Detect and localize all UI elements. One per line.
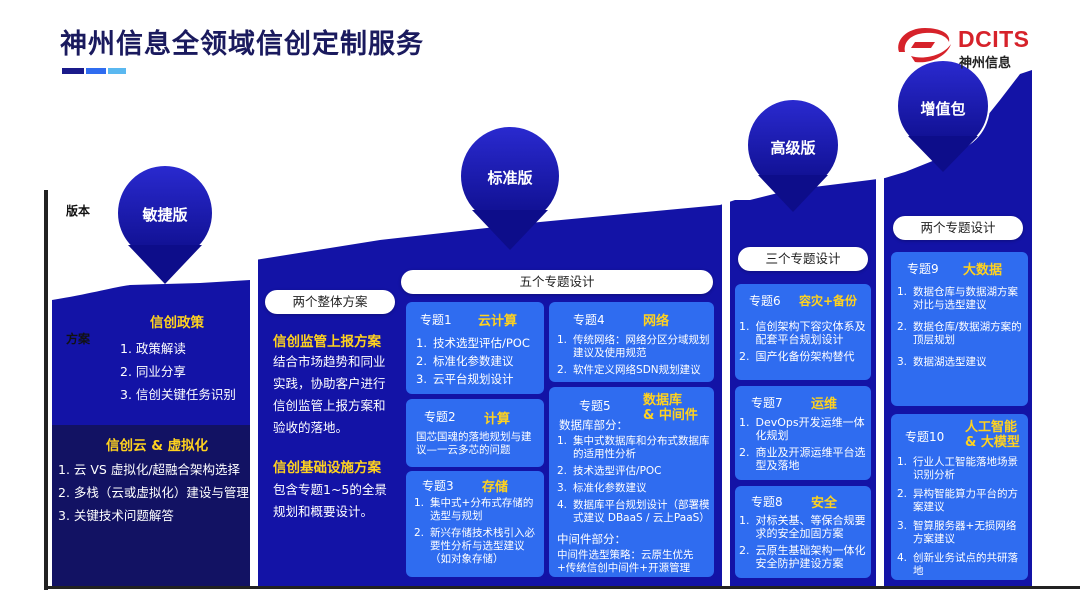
topic-6-title: 容灾+备份: [799, 294, 858, 308]
topic-10-title: 人工智能 & 大模型: [965, 420, 1020, 450]
topic-4-title: 网络: [643, 314, 670, 329]
tier-agile-label: 敏捷版: [142, 206, 188, 224]
agile-cloud-title: 信创云 & 虚拟化: [106, 438, 209, 454]
list-item: 1. 政策解读: [120, 341, 186, 356]
topic-8-list: 1.对标关基、等保合规要求的安全加固方案 2.云原生基础架构一体化安全防护建设方…: [739, 514, 866, 570]
pin-agile: [116, 164, 214, 284]
plan-supervision-text: 结合市场趋势和同业实践，协助客户进行信创监管上报方案和验收的落地。: [273, 354, 386, 435]
title-bar-segment-1: [62, 68, 84, 74]
topic-1-name: 专题1: [420, 313, 452, 327]
topic-9-name: 专题9: [907, 262, 939, 276]
vertical-axis: [44, 190, 48, 590]
topic-6-card: 专题6 容灾+备份 1.信创架构下容灾体系及配套平台规划设计 2.国产化备份架构…: [735, 284, 871, 380]
title-bar-segment-2: [86, 68, 106, 74]
topic-6-name: 专题6: [749, 294, 781, 308]
logo-text: DCITS: [958, 26, 1030, 52]
tier-advanced-label: 高级版: [770, 139, 816, 157]
topic-5-mw-label: 中间件部分：: [557, 532, 626, 546]
topic-5-card: 专题5 数据库 & 中间件 数据库部分： 1.集中式数据库和分布式数据库的适用性…: [549, 387, 714, 577]
topic-3-card: 专题3 存储 1.集中式+分布式存储的选型与规划 2.新兴存储技术栈引入必要性分…: [406, 471, 544, 577]
pin-standard: [459, 125, 561, 250]
list-item: 3. 信创关键任务识别: [120, 387, 236, 402]
dcits-logo-icon: [898, 28, 951, 63]
topic-5-title: 数据库 & 中间件: [643, 393, 698, 423]
agile-policy-list: 1. 政策解读 2. 同业分享 3. 信创关键任务识别: [120, 337, 236, 406]
overall-plans-pill: 两个整体方案: [265, 290, 395, 314]
topic-8-title: 安全: [811, 496, 838, 511]
baseline: [44, 586, 1080, 589]
topic-8-name: 专题8: [751, 495, 783, 509]
topic-5-name: 专题5: [579, 399, 611, 413]
agile-cloud-list: 1. 云 VS 虚拟化/超融合架构选择 2. 多栈（云或虚拟化）建设与管理 3.…: [58, 458, 249, 527]
page-title: 神州信息全领域信创定制服务: [60, 29, 424, 60]
plan-supervision-title: 信创监管上报方案: [273, 334, 381, 350]
topic-3-list: 1.集中式+分布式存储的选型与规划 2.新兴存储技术栈引入必要性分析与选型建议（…: [414, 497, 536, 565]
logo-chinese-text: 神州信息: [959, 56, 1012, 71]
pin-advanced: [746, 98, 840, 212]
topic-5-db-label: 数据库部分：: [559, 418, 628, 432]
topics-pill: 五个专题设计: [401, 270, 713, 294]
topic-9-list: 1.数据仓库与数据湖方案对比与选型建议 2.数据仓库/数据湖方案的顶层规划 3.…: [897, 286, 1022, 368]
topic-2-card: 专题2 计算 国芯国魂的落地规划与建议—一云多芯的问题: [406, 399, 544, 467]
topic-9-title: 大数据: [963, 263, 1003, 278]
topic-7-name: 专题7: [751, 396, 783, 410]
list-item: 2. 多栈（云或虚拟化）建设与管理: [58, 485, 249, 500]
list-item: 2. 同业分享: [120, 364, 186, 379]
agile-policy-title: 信创政策: [150, 315, 204, 331]
topic-2-title: 计算: [484, 412, 511, 427]
topic-7-title: 运维: [811, 397, 838, 412]
topic-10-card: 专题10 人工智能 & 大模型 1.行业人工智能落地场景识别分析 2.异构智能算…: [891, 414, 1028, 580]
topic-1-card: 专题1 云计算 1.技术选型评估/POC 2.标准化参数建议 3.云平台规划设计: [406, 302, 544, 394]
tier-addon-label: 增值包: [920, 100, 966, 118]
agile-lower-panel: [52, 425, 250, 586]
addon-topics-pill: 两个专题设计: [893, 216, 1023, 240]
topic-4-name: 专题4: [573, 313, 605, 327]
plan-infrastructure-text: 包含专题1~5的全景规划和概要设计。: [273, 482, 387, 519]
topic-1-title: 云计算: [478, 314, 518, 329]
tier-standard-label: 标准版: [487, 169, 533, 187]
topic-10-name: 专题10: [905, 430, 945, 444]
topic-3-title: 存储: [482, 480, 509, 495]
topic-8-card: 专题8 安全 1.对标关基、等保合规要求的安全加固方案 2.云原生基础架构一体化…: [735, 486, 871, 578]
version-axis-label: 版本: [66, 204, 91, 218]
list-item: 3. 关键技术问题解答: [58, 508, 174, 523]
advanced-topics-pill: 三个专题设计: [738, 247, 868, 271]
topic-1-list: 1.技术选型评估/POC 2.标准化参数建议 3.云平台规划设计: [416, 336, 530, 386]
topic-10-list: 1.行业人工智能落地场景识别分析 2.异构智能算力平台的方案建议 3.智算服务器…: [897, 456, 1019, 577]
topic-2-text: 国芯国魂的落地规划与建议—一云多芯的问题: [416, 431, 532, 456]
topic-6-list: 1.信创架构下容灾体系及配套平台规划设计 2.国产化备份架构替代: [739, 320, 866, 363]
topic-5-list: 1.集中式数据库和分布式数据库的适用性分析 2.技术选型评估/POC 3.标准化…: [557, 435, 710, 524]
title-bar-segment-3: [108, 68, 126, 74]
topic-7-card: 专题7 运维 1.DevOps开发运维一体化规划 2.商业及开源运维平台选型及落…: [735, 386, 871, 480]
topic-5-mw-text: 中间件选型策略：云原生优先+传统信创中间件+开源管理: [557, 549, 694, 574]
list-item: 1. 云 VS 虚拟化/超融合架构选择: [58, 462, 241, 477]
plan-axis-label: 方案: [66, 332, 91, 346]
topic-3-name: 专题3: [422, 479, 454, 493]
topic-4-card: 专题4 网络 1.传统网络：网络分区分域规划建议及使用规范 2.软件定义网络SD…: [549, 302, 714, 382]
topic-4-list: 1.传统网络：网络分区分域规划建议及使用规范 2.软件定义网络SDN规划建议: [557, 334, 710, 376]
topic-2-name: 专题2: [424, 410, 456, 424]
topic-7-list: 1.DevOps开发运维一体化规划 2.商业及开源运维平台选型及落地: [739, 416, 866, 472]
pin-addon: [896, 59, 990, 172]
plan-infrastructure-title: 信创基础设施方案: [273, 460, 381, 476]
topic-9-card: 专题9 大数据 1.数据仓库与数据湖方案对比与选型建议 2.数据仓库/数据湖方案…: [891, 252, 1028, 406]
